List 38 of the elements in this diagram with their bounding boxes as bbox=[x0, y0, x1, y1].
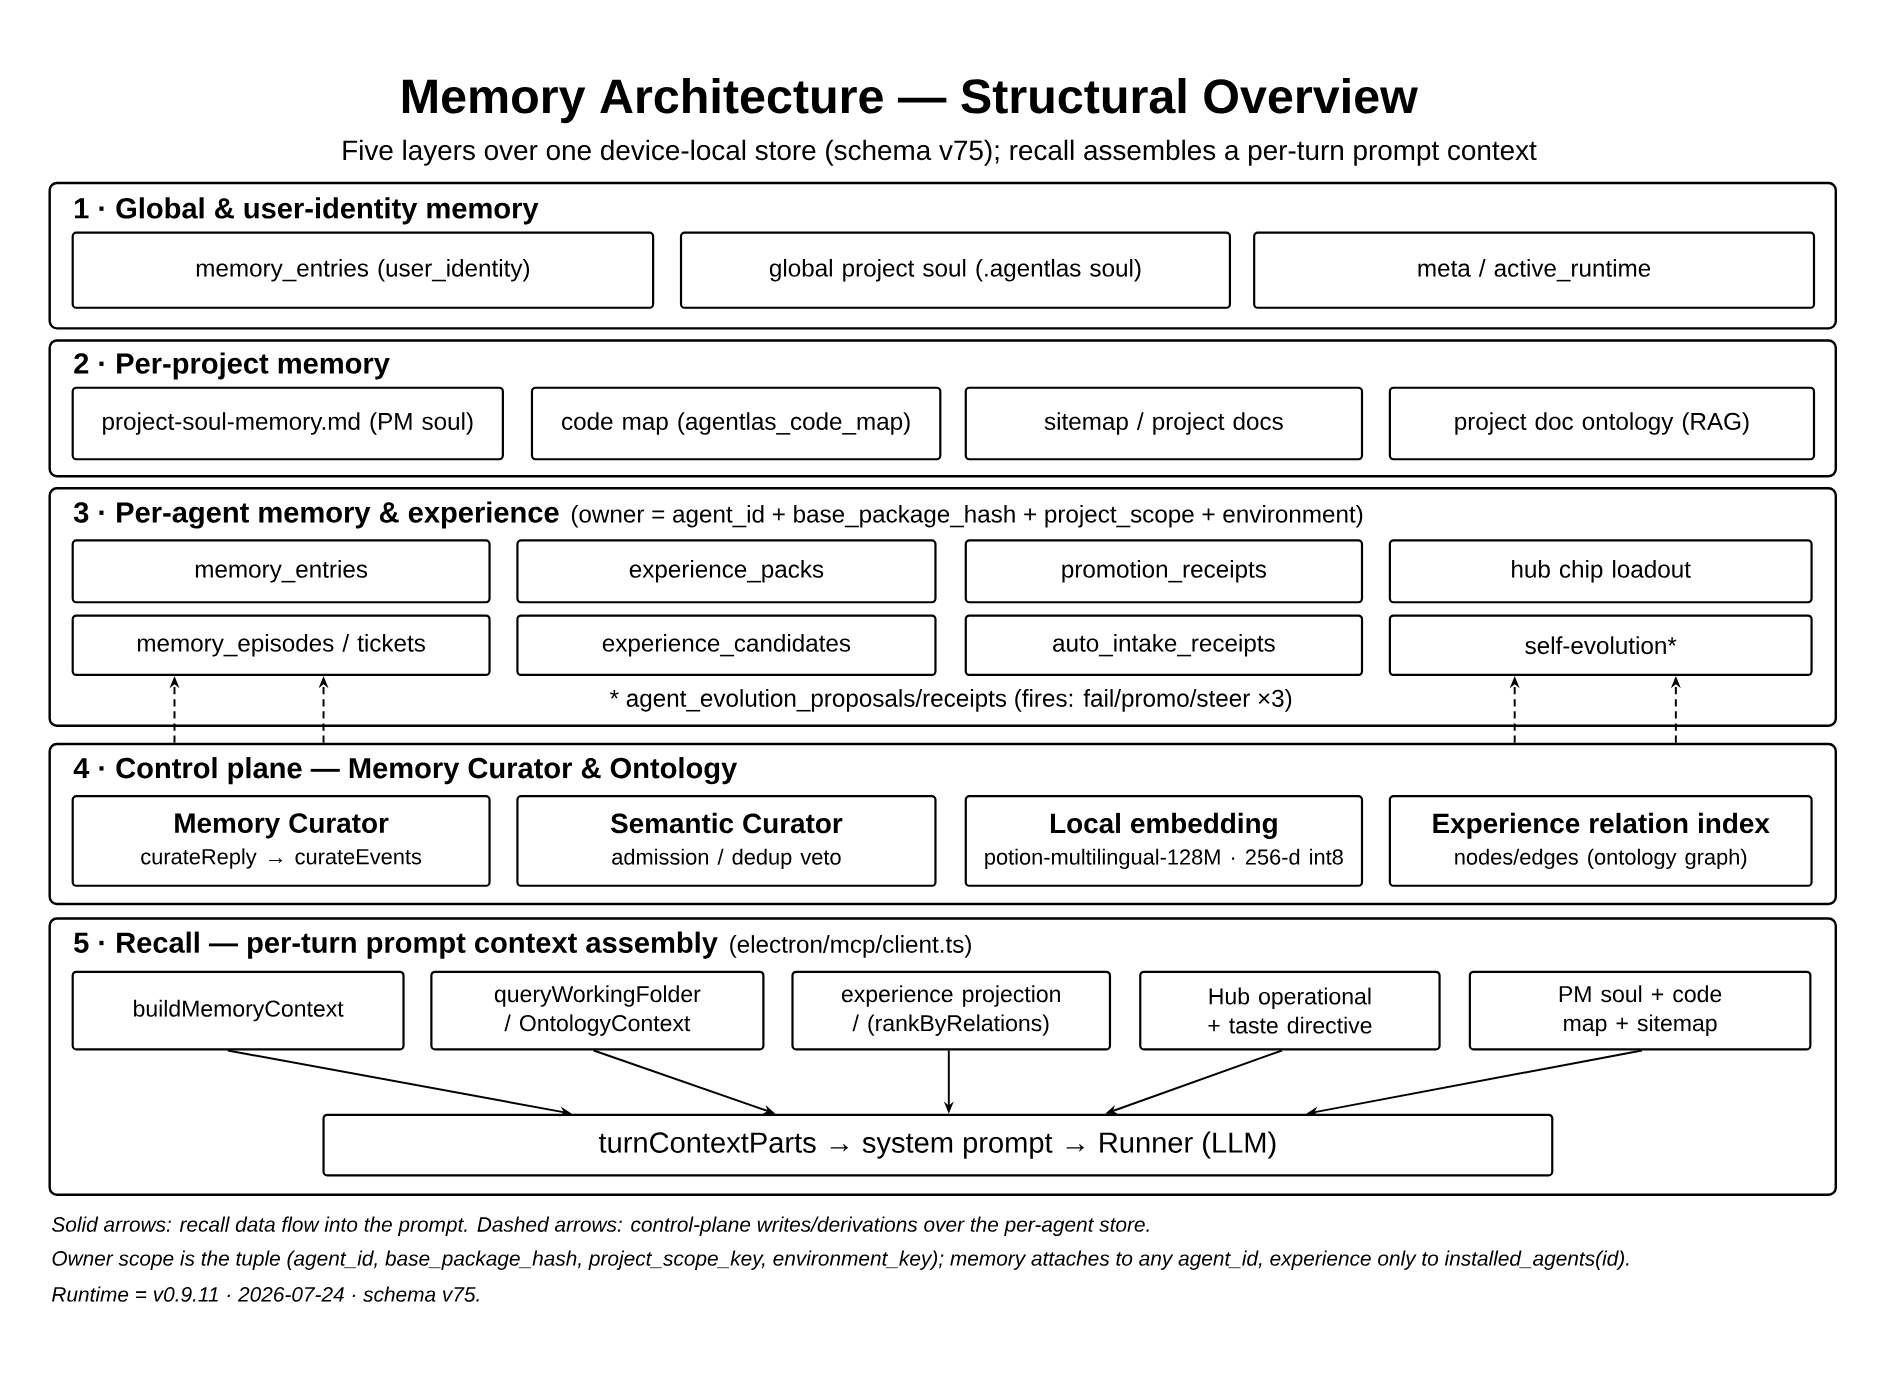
component-box: memory_entries (user_identity) bbox=[71, 231, 655, 310]
note: Solid arrows: recall data flow into the prompt. Dashed arrows: control-plane writes/derivations over the per-agent store. bbox=[52, 1216, 1149, 1237]
component-box: experience_packs bbox=[516, 539, 937, 604]
component-box: queryWorkingFolder / OntologyContext bbox=[430, 970, 765, 1051]
layer-heading: 3 · Per-agent memory & experience bbox=[73, 501, 559, 529]
component-box: project doc ontology (RAG) bbox=[1388, 386, 1816, 461]
component-box: self-evolution* bbox=[1388, 614, 1813, 677]
component-box: sitemap / project docs bbox=[964, 386, 1364, 461]
component-box: code map (agentlas_code_map) bbox=[530, 386, 942, 461]
layer-note: (electron/mcp/client.ts) bbox=[730, 935, 971, 958]
layer-heading: 1 · Global & user-identity memory bbox=[75, 197, 539, 225]
subtitle: Five layers over one device-local store (schema v75); recall assembles a per-turn prompt context bbox=[343, 139, 1537, 166]
component-box: hub chip loadout bbox=[1388, 539, 1813, 604]
component-box: Semantic Curator admission / dedup veto bbox=[516, 795, 937, 888]
title: Memory Architecture — Structural Overview bbox=[402, 78, 1418, 124]
component-box: experience_candidates bbox=[516, 614, 937, 677]
component-box: memory_episodes / tickets bbox=[71, 614, 491, 677]
component-box: buildMemoryContext bbox=[71, 970, 405, 1051]
note: Owner scope is the tuple (agent_id, base_package_hash, project_scope_key, environment_key); memory attaches to any agent_id, experience only to installed_agents(id). bbox=[52, 1250, 1629, 1271]
output-box: turnContextParts → system prompt → Runner (LLM) bbox=[322, 1113, 1554, 1177]
layer-heading: 2 · Per-project memory bbox=[74, 352, 390, 380]
component-box: global project soul (.agentlas soul) bbox=[679, 231, 1231, 310]
layer-heading: 4 · Control plane — Memory Curator & Ontology bbox=[73, 757, 738, 785]
component-box: promotion_receipts bbox=[964, 539, 1364, 604]
component-box: experience projection / (rankByRelations) bbox=[791, 970, 1112, 1051]
component-box: meta / active_runtime bbox=[1253, 231, 1816, 310]
component-box: auto_intake_receipts bbox=[964, 614, 1364, 677]
component-box: Hub operational + taste directive bbox=[1139, 970, 1441, 1051]
component-box: Memory Curator curateReply → curateEvents bbox=[71, 795, 491, 888]
component-box: Experience relation index nodes/edges (ontology graph) bbox=[1388, 795, 1813, 888]
component-box: project-soul-memory.md (PM soul) bbox=[71, 386, 504, 461]
note: Runtime = v0.9.11 · 2026-07-24 · schema v75. bbox=[52, 1286, 479, 1302]
layer-note: (owner = agent_id + base_package_hash + project_scope + environment) bbox=[571, 505, 1363, 528]
layer-heading: 5 · Recall — per-turn prompt context assembly bbox=[74, 931, 718, 959]
component-box: Local embedding potion-multilingual-128M · 256-d int8 bbox=[964, 795, 1364, 888]
component-box: PM soul + code map + sitemap bbox=[1468, 970, 1812, 1051]
component-box: memory_entries bbox=[71, 539, 491, 604]
footnote: * agent_evolution_proposals/receipts (fires: fail/promo/steer ×3) bbox=[610, 689, 1292, 712]
